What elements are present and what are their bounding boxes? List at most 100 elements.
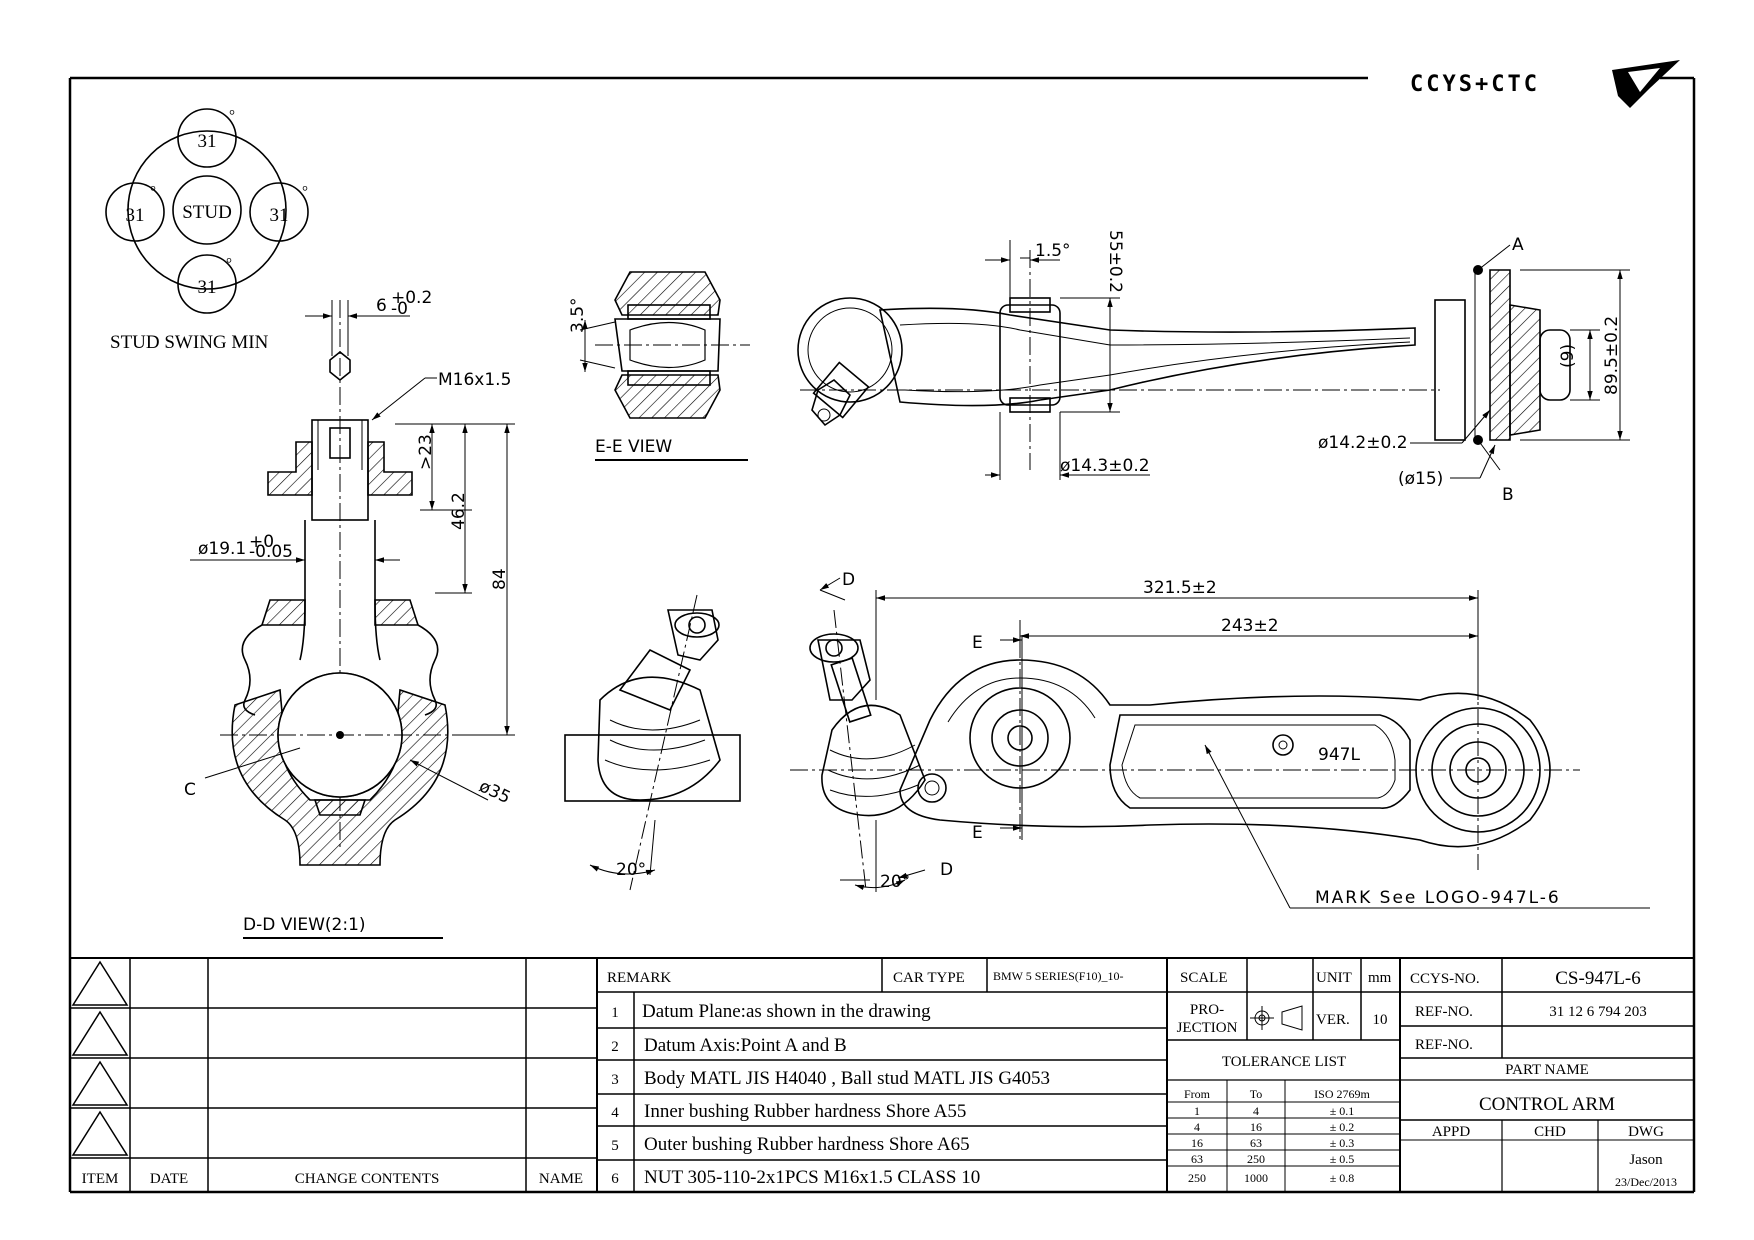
- company-logo: CCYS+CTC: [1410, 60, 1680, 108]
- tol-row-3-to: 63: [1250, 1136, 1262, 1150]
- swing-angle-right: 31: [270, 205, 289, 226]
- stud-swing-diagram: 31 ° 31 ° 31 ° 31 ° STUD STUD SWING MIN: [105, 108, 309, 353]
- remark-text-1: Datum Plane:as shown in the drawing: [642, 1001, 931, 1022]
- dim-9: (9): [1558, 344, 1578, 368]
- ee-section-view: 3.5° E-E VIEW: [568, 271, 750, 461]
- dim-dia-14-2: ø14.2±0.2: [1318, 433, 1408, 453]
- scale-label: SCALE: [1180, 970, 1228, 986]
- dim-angle-20b: 20°: [880, 872, 910, 892]
- arm-part-mark: 947L: [1318, 745, 1360, 765]
- remark-text-2: Datum Axis:Point A and B: [644, 1035, 847, 1056]
- remark-no-2: 2: [611, 1039, 619, 1055]
- dim-dia-14-3: ø14.3±0.2: [1060, 456, 1150, 476]
- tol-row-2-to: 16: [1250, 1120, 1262, 1134]
- tol-row-5-tol: ± 0.8: [1330, 1171, 1355, 1185]
- dim-6-tol-top: +0.2: [391, 288, 432, 308]
- rev-header-change: CHANGE CONTENTS: [295, 1171, 440, 1187]
- chd-label: CHD: [1534, 1124, 1566, 1140]
- label-b: B: [1502, 485, 1514, 505]
- remark-text-6: NUT 305-110-2x1PCS M16x1.5 CLASS 10: [644, 1167, 980, 1188]
- svg-text:°: °: [150, 184, 156, 200]
- swing-angle-top: 31: [198, 131, 217, 152]
- dwg-label: DWG: [1628, 1124, 1664, 1140]
- title-block: [70, 957, 1694, 1192]
- dim-angle-1-5: 1.5°: [1035, 241, 1071, 261]
- dim-84: 84: [490, 568, 510, 590]
- dim-dia-19-1-tol-bot: -0.05: [249, 542, 293, 562]
- tol-row-4-tol: ± 0.5: [1330, 1152, 1355, 1166]
- remark-text-4: Inner bushing Rubber hardness Shore A55: [644, 1101, 966, 1122]
- rev-header-name: NAME: [539, 1171, 583, 1187]
- ref-no-value-1: 31 12 6 794 203: [1549, 1004, 1647, 1020]
- mark-note: MARK See LOGO-947L-6: [1315, 888, 1561, 908]
- remark-no-4: 4: [611, 1105, 619, 1121]
- remark-text-5: Outer bushing Rubber hardness Shore A65: [644, 1134, 970, 1155]
- tol-row-3-tol: ± 0.3: [1330, 1136, 1355, 1150]
- dim-46-2: 46.2: [449, 492, 469, 530]
- part-name-label: PART NAME: [1505, 1062, 1589, 1078]
- dim-dia-19-1-tol-top: +0: [249, 532, 274, 552]
- tol-row-3-from: 16: [1191, 1136, 1203, 1150]
- third-angle-projection-icon: [1250, 1005, 1303, 1031]
- ver-label: VER.: [1316, 1012, 1350, 1028]
- swing-angle-left: 31: [126, 205, 145, 226]
- dim-243: 243±2: [1221, 616, 1279, 636]
- unit-value: mm: [1368, 970, 1392, 986]
- dim-23: >23: [416, 434, 436, 470]
- tolerance-title: TOLERANCE LIST: [1222, 1054, 1346, 1070]
- arm-plan-view: 947L E E D D 20° 321.5±2 243±2 MARK See …: [790, 570, 1650, 909]
- car-type-label: CAR TYPE: [893, 970, 965, 986]
- tol-row-5-to: 1000: [1244, 1171, 1268, 1185]
- dim-angle-20a: 20°: [616, 860, 646, 880]
- ccys-no-label: CCYS-NO.: [1410, 971, 1480, 987]
- swing-angle-bottom: 31: [198, 277, 217, 298]
- remark-text-3: Body MATL JIS H4040 , Ball stud MATL JIS…: [644, 1068, 1050, 1089]
- tol-row-5-from: 250: [1188, 1171, 1206, 1185]
- tol-col-std: ISO 2769m: [1314, 1087, 1370, 1101]
- rev-header-item: ITEM: [82, 1171, 119, 1187]
- svg-text:°: °: [229, 108, 235, 124]
- arm-top-view: 1.5° 55±0.2 ø14.3±0.2 89.5±0.2 (9) A B ø…: [797, 230, 1630, 505]
- tol-row-4-to: 250: [1247, 1152, 1265, 1166]
- dim-dia-15: (ø15): [1398, 469, 1443, 489]
- dim-321-5: 321.5±2: [1143, 578, 1217, 598]
- dim-dia-35: ø35: [476, 776, 513, 808]
- dim-dia-19-1: ø19.1: [198, 539, 246, 559]
- svg-text:°: °: [302, 184, 308, 200]
- logo-text: CCYS+CTC: [1410, 72, 1540, 97]
- tol-row-4-from: 63: [1191, 1152, 1203, 1166]
- svg-text:°: °: [226, 256, 232, 272]
- tol-row-2-tol: ± 0.2: [1330, 1120, 1355, 1134]
- projection-label-1: PRO-: [1190, 1002, 1224, 1018]
- label-e2: E: [972, 823, 983, 843]
- dim-6-tol-bot: -0: [391, 299, 408, 319]
- dim-thread: M16x1.5: [438, 370, 511, 390]
- dim-55: 55±0.2: [1105, 230, 1125, 293]
- ver-value: 10: [1373, 1012, 1388, 1028]
- dim-89-5: 89.5±0.2: [1602, 316, 1622, 395]
- dwg-date: 23/Dec/2013: [1615, 1175, 1677, 1189]
- label-a: A: [1512, 235, 1524, 255]
- sheet-border: [68, 76, 1696, 1194]
- remark-header: REMARK: [607, 970, 671, 986]
- label-d1: D: [842, 570, 855, 590]
- part-name-value: CONTROL ARM: [1479, 1094, 1615, 1115]
- dim-6: 6: [376, 296, 387, 316]
- title-block-text: ITEM DATE CHANGE CONTENTS NAME REMARK CA…: [82, 968, 1677, 1189]
- ee-view-caption: E-E VIEW: [595, 437, 672, 457]
- arm-end-view: 20°: [564, 594, 741, 891]
- dwg-name: Jason: [1629, 1152, 1663, 1168]
- ref-no-label-1: REF-NO.: [1415, 1004, 1473, 1020]
- car-type-value: BMW 5 SERIES(F10)_10-: [993, 969, 1123, 983]
- tol-row-2-from: 4: [1194, 1120, 1200, 1134]
- dd-view-caption: D-D VIEW(2:1): [243, 915, 366, 935]
- projection-label-2: JECTION: [1177, 1020, 1238, 1036]
- remark-no-3: 3: [611, 1072, 619, 1088]
- label-c: C: [184, 780, 196, 800]
- remark-no-6: 6: [611, 1171, 619, 1187]
- dim-angle-3-5: 3.5°: [568, 297, 588, 333]
- label-e1: E: [972, 633, 983, 653]
- tol-col-from: From: [1184, 1087, 1211, 1101]
- swing-center-label: STUD: [182, 202, 232, 223]
